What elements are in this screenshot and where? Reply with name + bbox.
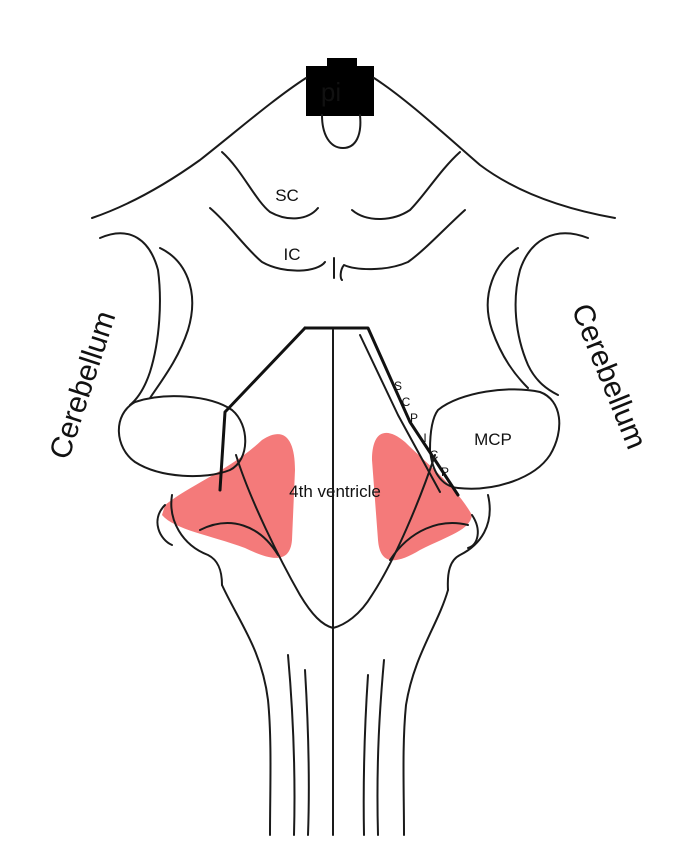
outline-right-lateral (514, 232, 589, 396)
cerebellum-right-label: Cerebellum (565, 299, 653, 454)
pyramid-left-2 (304, 669, 310, 836)
ic-label: IC (284, 245, 301, 264)
cerebellum-lower-right (446, 494, 491, 591)
inferior-colliculus-left (209, 207, 326, 272)
obex-right (332, 454, 436, 629)
outline-left-lateral (99, 232, 161, 406)
fourth-ventricle-label: 4th ventricle (289, 482, 381, 501)
mcp-label: MCP (474, 430, 512, 449)
mcp-left-oval (117, 395, 247, 478)
pyramid-right-1 (376, 659, 385, 836)
sc-label: SC (275, 186, 299, 205)
superior-colliculus-right (351, 151, 461, 220)
scp-letter-p: P (410, 411, 418, 425)
icp-letter-p: P (441, 465, 449, 479)
fourth-ventricle-left-edge (218, 326, 307, 492)
medulla-left-outer (221, 584, 272, 836)
pineal-stalk (321, 114, 362, 149)
outline-upper-left (91, 77, 307, 219)
peduncle-right (486, 247, 529, 389)
pons-lower-left (156, 504, 173, 546)
scp-letter-s: S (394, 379, 402, 393)
left-highlight-region (162, 434, 295, 558)
pineal-box (306, 66, 374, 116)
superior-colliculus-left (221, 151, 319, 220)
right-arc-inner (389, 522, 469, 561)
left-arc-inner (199, 522, 279, 556)
cerebellum-lower-left (170, 494, 223, 586)
obex-left (235, 454, 334, 629)
outline-upper-right (373, 77, 616, 219)
pineal-box-top (327, 58, 357, 68)
icp-letter-i: I (423, 431, 426, 445)
pyramid-right-2 (362, 674, 369, 836)
pineal-label: pi (321, 77, 341, 107)
scp-letter-c: C (402, 395, 411, 409)
cerebellum-left-label: Cerebellum (44, 307, 123, 463)
inferior-colliculus-right (339, 209, 466, 281)
pyramid-left-1 (287, 654, 296, 836)
peduncle-left (149, 247, 194, 399)
medulla-right-outer (402, 589, 449, 836)
scp-inner-line (359, 334, 441, 493)
right-highlight-region (372, 432, 472, 561)
pons-lower-right (467, 514, 479, 549)
